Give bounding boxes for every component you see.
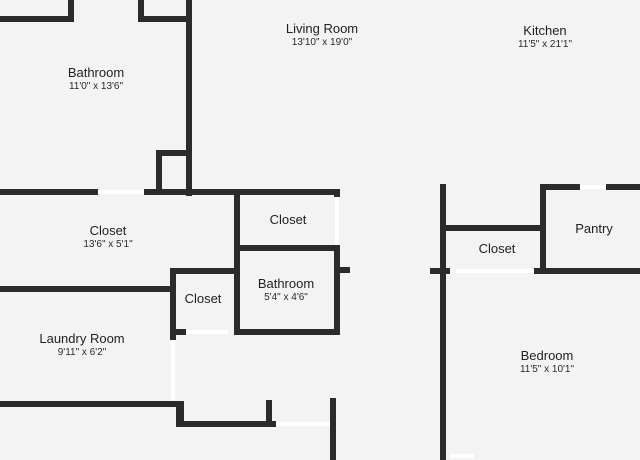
door-opening [171,340,175,402]
wall [234,329,340,335]
room-name: Bathroom [257,276,315,291]
wall [234,245,340,251]
room-living-room: Living Room 13'10" x 19'0" [286,21,358,49]
wall [330,398,336,460]
wall [176,401,184,427]
wall [540,184,580,190]
wall [334,189,340,197]
room-bedroom: Bedroom 11'5" x 10'1" [520,348,574,376]
room-bathroom-main: Bathroom 11'0" x 13'6" [68,65,124,93]
wall [0,286,176,292]
room-name: Closet [184,291,222,306]
wall [534,268,640,274]
wall [138,16,192,22]
door-opening [456,269,534,273]
door-opening [450,454,474,458]
room-laundry-room: Laundry Room 9'11" x 6'2" [39,331,124,359]
room-name: Closet [89,223,127,238]
room-name: Kitchen [523,23,567,38]
wall [266,400,272,427]
wall [170,268,240,274]
room-closet-upper: Closet [270,212,307,228]
room-name: Living Room [285,21,359,36]
room-dimensions: 13'6" x 5'1" [83,239,133,250]
room-name: Closet [478,241,516,256]
wall [176,329,186,335]
room-closet-hall: Closet 13'6" x 5'1" [83,223,132,251]
wall [144,189,340,195]
room-dimensions: 11'0" x 13'6" [68,81,124,92]
room-pantry: Pantry [575,221,613,237]
wall [138,0,144,22]
room-dimensions: 9'11" x 6'2" [57,347,107,358]
room-closet-lower: Closet [185,291,222,307]
wall [540,184,546,274]
wall [0,189,98,195]
wall [176,421,276,427]
room-bathroom-small: Bathroom 5'4" x 4'6" [258,276,314,304]
room-name: Pantry [575,221,613,236]
door-opening [335,197,339,245]
room-name: Bedroom [520,348,574,363]
room-dimensions: 13'10" x 19'0" [291,37,353,48]
wall [606,184,640,190]
wall [0,401,176,407]
wall [156,150,192,156]
wall [0,16,74,22]
room-kitchen: Kitchen 11'5" x 21'1" [518,23,572,51]
room-dimensions: 11'5" x 10'1" [519,364,575,375]
wall [234,189,240,335]
wall [340,267,350,273]
door-opening [580,185,606,189]
wall [156,150,162,192]
room-name: Closet [269,212,307,227]
wall [170,268,176,340]
wall [440,225,544,231]
wall [430,268,450,274]
door-opening [98,190,144,194]
door-opening [276,422,330,426]
room-dimensions: 5'4" x 4'6" [264,292,308,303]
room-name: Laundry Room [39,331,125,346]
room-name: Bathroom [67,65,125,80]
room-dimensions: 11'5" x 21'1" [517,39,573,50]
room-closet-right: Closet [479,241,516,257]
wall [440,184,446,460]
wall [186,0,192,196]
wall [68,0,74,22]
door-opening [186,330,228,334]
wall [334,245,340,335]
